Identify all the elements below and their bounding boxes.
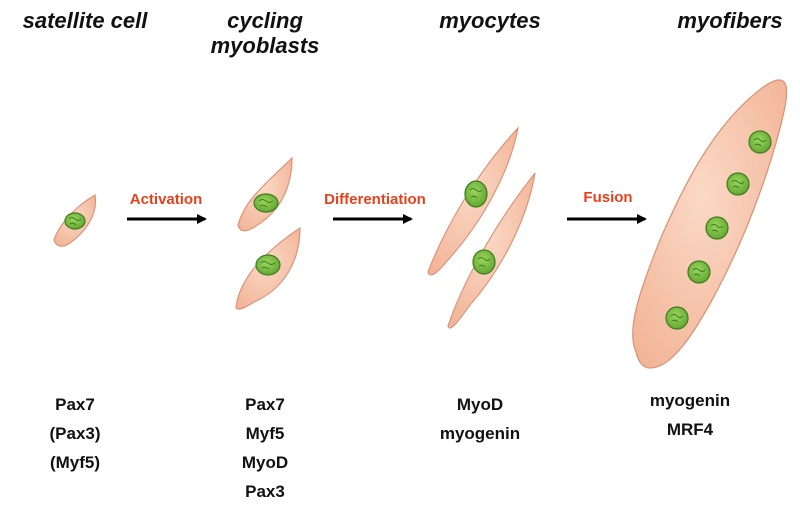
stage-title-cycling-myoblasts: cycling myoblasts [200, 8, 330, 58]
myofiber-cell [632, 79, 788, 369]
process-label-activation: Activation [129, 191, 203, 208]
marker-item: (Myf5) [49, 453, 101, 472]
myoblast-cells [235, 156, 301, 310]
marker-item: MRF4 [666, 420, 714, 439]
marker-item: Pax7 [55, 395, 95, 414]
process-label-fusion: Fusion [583, 189, 633, 206]
marker-item: MyoD [241, 453, 289, 472]
marker-item: (Pax3) [49, 424, 101, 443]
marker-list-myofibers: myogenin MRF4 [630, 386, 750, 444]
marker-list-myocytes: MyoD myogenin [420, 390, 540, 448]
title-line: myocytes [439, 8, 541, 33]
satellite-cell [53, 194, 97, 247]
stage-title-satellite-cell: satellite cell [0, 8, 170, 33]
marker-item: Myf5 [245, 424, 285, 443]
title-line: satellite cell [22, 8, 148, 33]
title-line: myofibers [677, 8, 783, 33]
stage-title-myocytes: myocytes [420, 8, 560, 33]
marker-item: myogenin [649, 391, 731, 410]
marker-list-cycling-myoblasts: Pax7 Myf5 MyoD Pax3 [210, 390, 320, 506]
marker-item: Pax7 [245, 395, 285, 414]
process-label-differentiation: Differentiation [324, 191, 426, 208]
title-line: myoblasts [210, 33, 320, 58]
title-line: cycling [227, 8, 303, 33]
marker-item: Pax3 [245, 482, 285, 501]
marker-item: myogenin [439, 424, 521, 443]
stage-title-myofibers: myofibers [660, 8, 800, 33]
marker-list-satellite-cell: Pax7 (Pax3) (Myf5) [20, 390, 130, 477]
marker-item: MyoD [456, 395, 504, 414]
myocyte-cells [427, 126, 536, 329]
